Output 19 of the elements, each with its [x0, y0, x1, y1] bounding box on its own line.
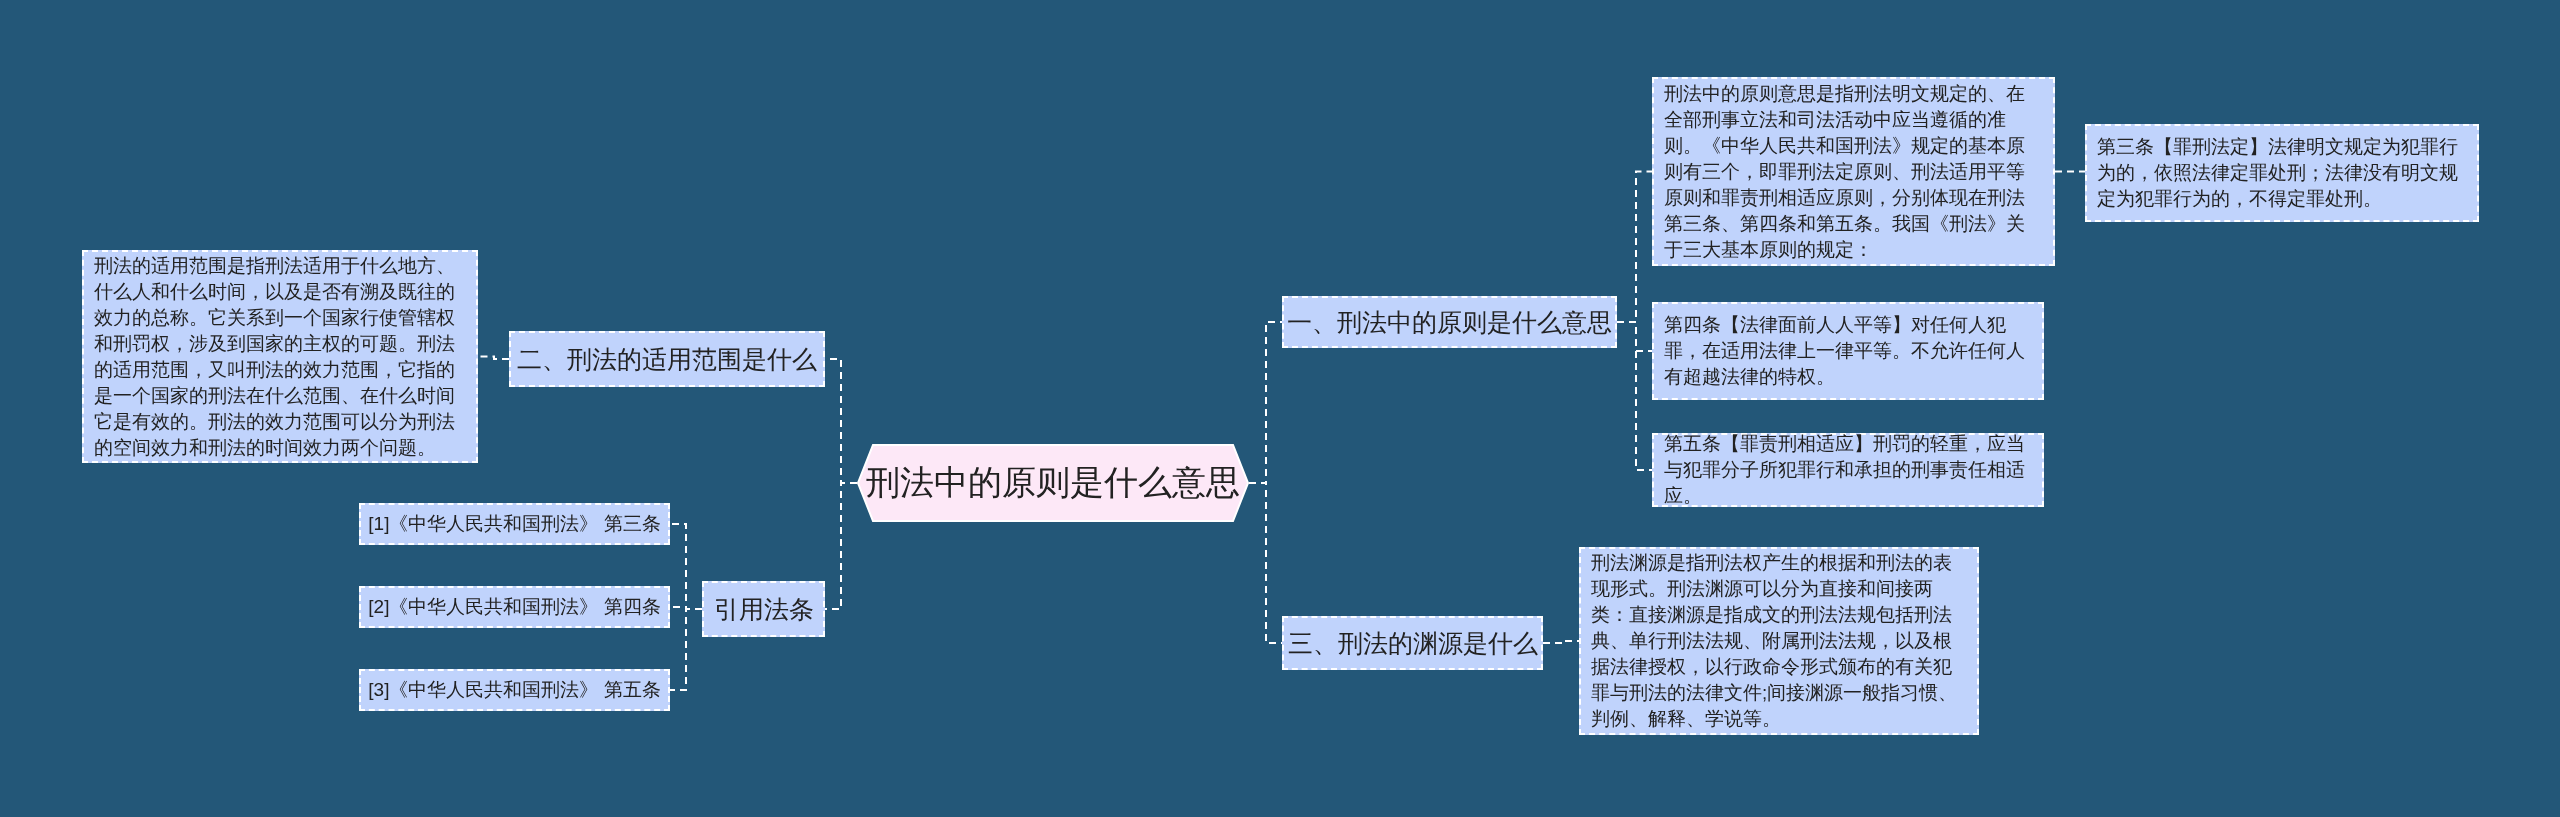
text-box: 第五条【罪责刑相适应】刑罚的轻重，应当与犯罪分子所犯罪行和承担的刑事责任相适应。	[1652, 433, 2044, 507]
text-box: 刑法的适用范围是指刑法适用于什么地方、什么人和什么时间，以及是否有溯及既往的效力的总称。它关系到一个国家行使管辖权和刑罚权，涉及到国家的主权的可题。刑法的适用范围，又叫刑法的效力范围，它指的是一个国家的刑法在什么范围、在什么时间它是有效的。刑法的效力范围可以分为刑法的空间效力和刑法的时间效力两个问题。	[82, 250, 478, 463]
connector-line	[2054, 170, 2086, 173]
text-box: 刑法中的原则意思是指刑法明文规定的、在全部刑事立法和司法活动中应当遵循的准则。《中华人民共和国刑法》规定的基本原则有三个，即罪刑法定原则、刑法适用平等原则和罪责刑相适应原则，分别体现在刑法第三条、第四条和第五条。我国《刑法》关于三大基本原则的规定：	[1652, 77, 2055, 266]
text-box: 刑法渊源是指刑法权产生的根据和刑法的表现形式。刑法渊源可以分为直接和间接两类：直接渊源是指成文的刑法法规包括刑法典、单行刑法法规、附属刑法法规，以及根据法律授权，以行政命令形式颁布的有关犯罪与刑法的法律文件;间接渊源一般指习惯、判例、解释、学说等。	[1579, 547, 1979, 735]
text-box: 第四条【法律面前人人平等】对任何人犯罪，在适用法律上一律平等。不允许任何人有超越法律的特权。	[1652, 302, 2044, 400]
topic-box: 二、刑法的适用范围是什么	[509, 331, 825, 387]
topic-box: 一、刑法中的原则是什么意思	[1282, 296, 1617, 348]
text-box: 第三条【罪刑法定】法律明文规定为犯罪行为的，依照法律定罪处刑；法律没有明文规定为犯罪行为的，不得定罪处刑。	[2085, 124, 2479, 222]
reference-box: [3]《中华人民共和国刑法》 第五条	[359, 669, 670, 711]
connector-line	[824, 482, 858, 610]
topic-box: 三、刑法的渊源是什么	[1282, 616, 1543, 670]
topic-box: 引用法条	[702, 581, 825, 637]
connector-line	[669, 608, 703, 691]
connector-line	[1542, 640, 1580, 644]
reference-box: [1]《中华人民共和国刑法》 第三条	[359, 503, 670, 545]
hexagon-node: 刑法中的原则是什么意思	[857, 444, 1249, 522]
connector-line	[1616, 321, 1653, 471]
reference-box: [2]《中华人民共和国刑法》 第四条	[359, 586, 670, 628]
